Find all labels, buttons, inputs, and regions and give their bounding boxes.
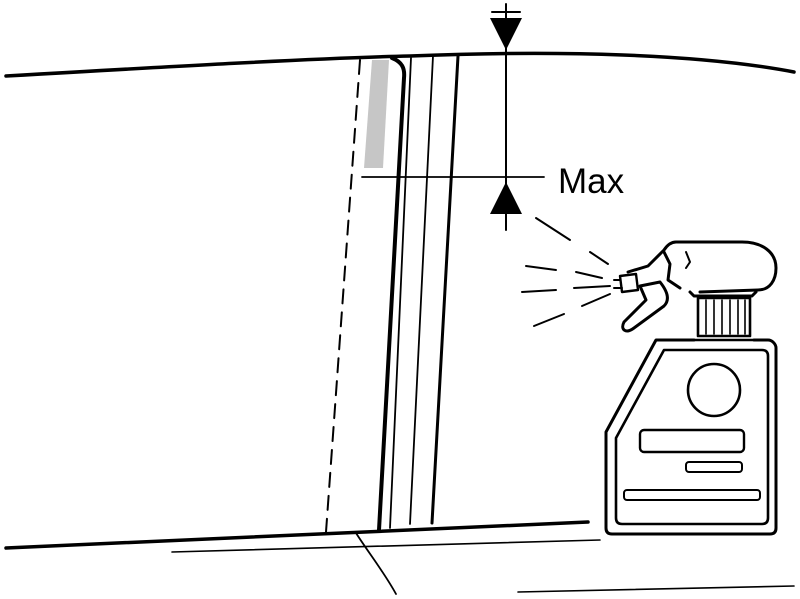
- sill-lower-line: [171, 539, 601, 553]
- spray-bottle-icon: [604, 240, 778, 536]
- door-gap-line: [355, 532, 397, 595]
- arrow-up-icon: [490, 182, 522, 214]
- lower-panel-line: [517, 585, 795, 593]
- treated-area-highlight: [364, 60, 389, 168]
- pillar-line-4: [430, 54, 460, 525]
- dashed-window-edge: [325, 59, 361, 533]
- arrow-down-icon: [490, 18, 522, 50]
- pillar-thick-line: [377, 56, 407, 532]
- sill-line: [4, 520, 590, 550]
- spray-mist: [521, 217, 611, 327]
- max-label: Max: [558, 162, 625, 201]
- roof-line: [4, 51, 796, 78]
- pillar-line-3: [409, 55, 434, 525]
- pillar-line-2: [389, 57, 412, 529]
